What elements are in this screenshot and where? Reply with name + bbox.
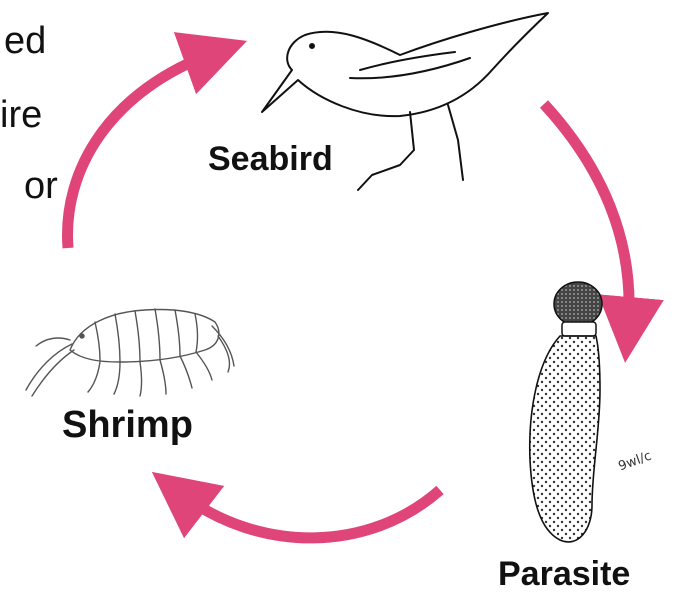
parasite-label: Parasite: [498, 555, 630, 594]
